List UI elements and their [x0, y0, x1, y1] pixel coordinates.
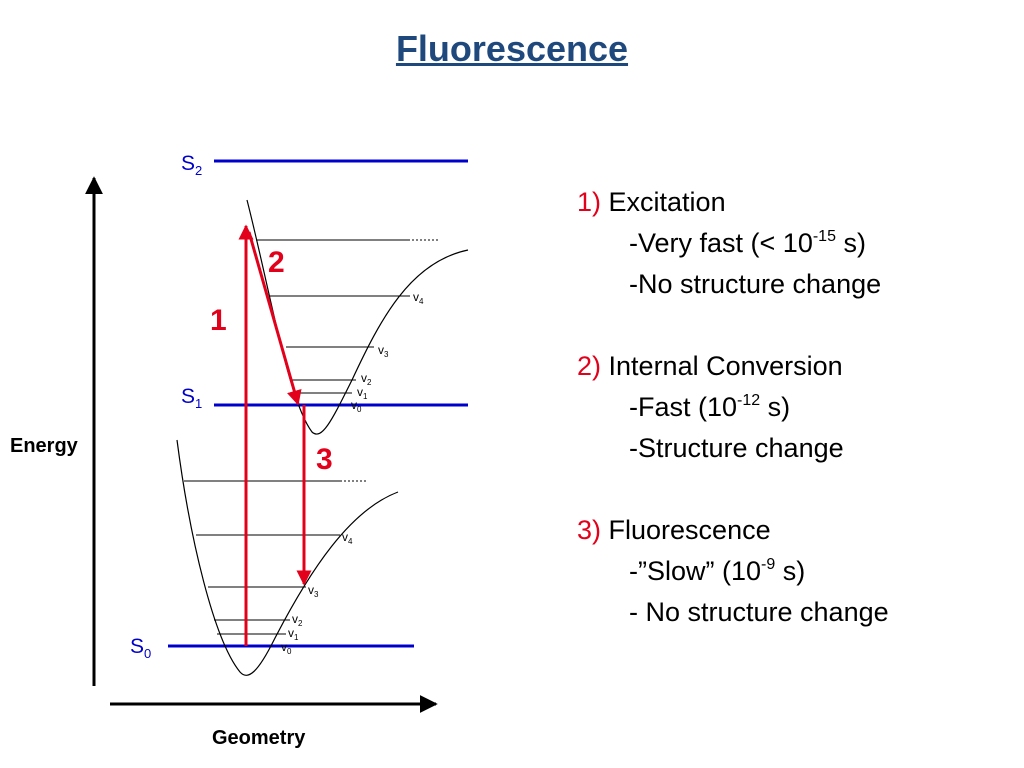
- step-internal-conversion: 2) Internal Conversion -Fast (10-12 s) -…: [577, 346, 1007, 469]
- internal-conversion-arrow-label: 2: [268, 246, 285, 279]
- step-detail: -Very fast (< 10-15 s): [629, 228, 866, 258]
- lower-v0-label: v0: [281, 640, 292, 656]
- upper-v1-label: v1: [357, 385, 368, 401]
- step-fluorescence: 3) Fluorescence -”Slow” (10-9 s) - No st…: [577, 510, 1007, 633]
- excitation-arrow-label: 1: [210, 304, 227, 337]
- s1-label: S1: [181, 385, 202, 411]
- step-number: 2): [577, 351, 602, 381]
- geometry-axis-label: Geometry: [212, 727, 306, 749]
- energy-axis-label: Energy: [10, 435, 79, 457]
- step-heading: 1) Excitation: [577, 182, 1007, 223]
- page-title: Fluorescence: [395, 28, 629, 69]
- upper-v0-label: v0: [351, 398, 362, 414]
- step-detail: - No structure change: [629, 597, 889, 627]
- step-number: 3): [577, 515, 602, 545]
- step-heading: 2) Internal Conversion: [577, 346, 1007, 387]
- s0-label: S0: [130, 635, 151, 661]
- fluorescence-arrow-label: 3: [316, 443, 333, 476]
- process-steps-list: 1) Excitation -Very fast (< 10-15 s) -No…: [577, 182, 1007, 674]
- step-detail: -No structure change: [629, 269, 882, 299]
- step-name: Internal Conversion: [608, 351, 843, 381]
- s2-label: S2: [181, 152, 202, 178]
- lower-v1-label: v1: [288, 626, 299, 642]
- lower-v4-label: v4: [342, 530, 353, 546]
- step-heading: 3) Fluorescence: [577, 510, 1007, 551]
- step-number: 1): [577, 187, 602, 217]
- step-excitation: 1) Excitation -Very fast (< 10-15 s) -No…: [577, 182, 1007, 305]
- upper-v2-label: v2: [361, 371, 372, 387]
- step-detail: -”Slow” (10-9 s): [629, 556, 806, 586]
- lower-v3-label: v3: [308, 583, 319, 599]
- step-detail: -Structure change: [629, 433, 844, 463]
- step-name: Excitation: [608, 187, 726, 217]
- upper-v3-label: v3: [378, 343, 389, 359]
- internal-conversion-arrow: [247, 231, 302, 406]
- step-name: Fluorescence: [608, 515, 771, 545]
- upper-v4-label: v4: [413, 290, 424, 306]
- lower-v2-label: v2: [292, 612, 303, 628]
- step-detail: -Fast (10-12 s): [629, 392, 791, 422]
- ground-state-potential-curve: [176, 439, 399, 676]
